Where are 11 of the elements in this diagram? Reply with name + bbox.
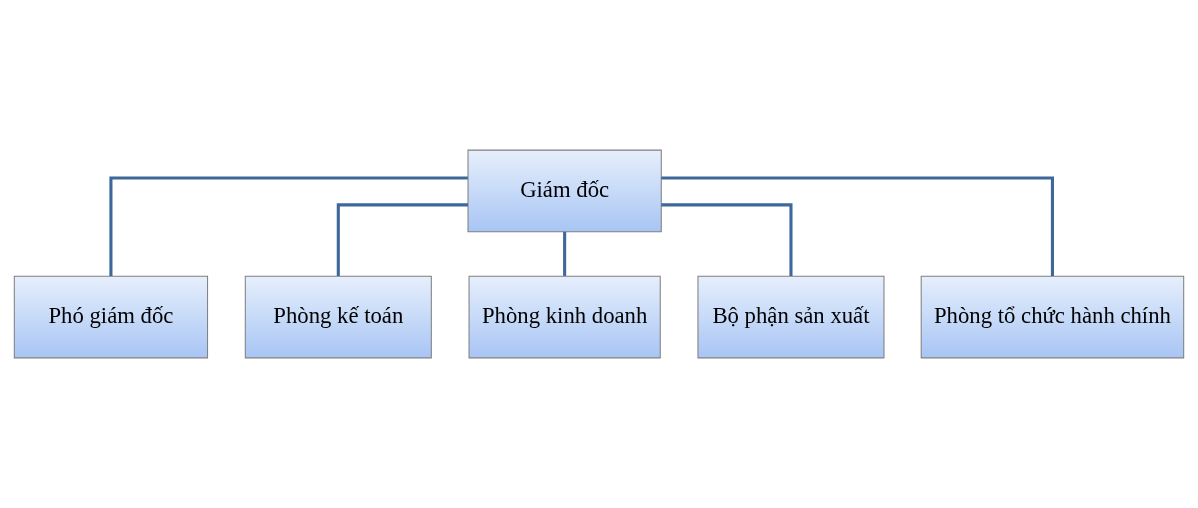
connector <box>661 203 793 276</box>
node-box: Phó giám đốc <box>13 275 209 359</box>
node-box: Phòng tổ chức hành chính <box>920 275 1185 359</box>
node-box: Phòng kinh doanh <box>468 275 661 359</box>
connector <box>661 176 1054 277</box>
connector <box>563 231 567 276</box>
node-box: Giám đốc <box>467 149 662 233</box>
connector <box>109 176 468 277</box>
node-box: Phòng kế toán <box>244 275 432 359</box>
connector <box>336 203 468 276</box>
node-box: Bộ phận sản xuất <box>697 275 885 359</box>
